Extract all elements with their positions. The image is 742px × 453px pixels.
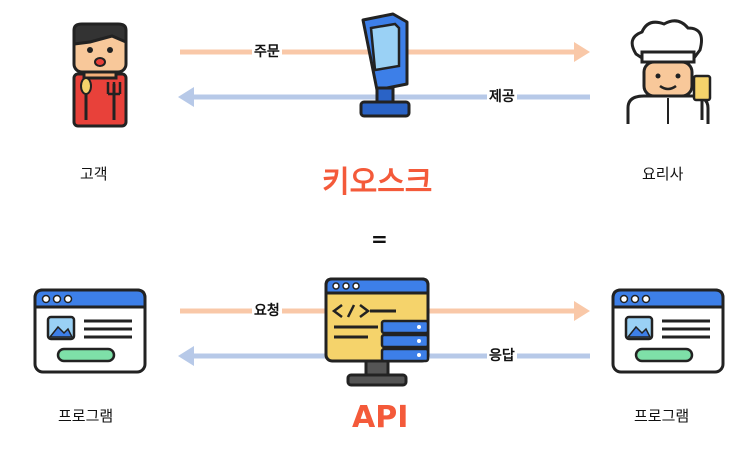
equals-sign: = bbox=[371, 227, 388, 251]
order-label: 주문 bbox=[252, 41, 282, 61]
kiosk-icon bbox=[359, 12, 411, 118]
code-server-icon bbox=[324, 277, 430, 387]
request-label: 요청 bbox=[252, 300, 282, 320]
left-program-label: 프로그램 bbox=[58, 407, 114, 425]
response-label: 응답 bbox=[487, 345, 517, 365]
browser-window-icon bbox=[611, 288, 725, 374]
customer-label: 고객 bbox=[80, 165, 108, 183]
api-title: API bbox=[352, 400, 409, 435]
chef-icon bbox=[626, 19, 712, 124]
chef-label: 요리사 bbox=[642, 165, 684, 183]
browser-window-icon bbox=[33, 288, 147, 374]
serve-label: 제공 bbox=[487, 86, 517, 106]
right-program-label: 프로그램 bbox=[634, 407, 690, 425]
customer-eating-icon bbox=[72, 22, 128, 128]
kiosk-title: 키오스크 bbox=[322, 165, 433, 200]
